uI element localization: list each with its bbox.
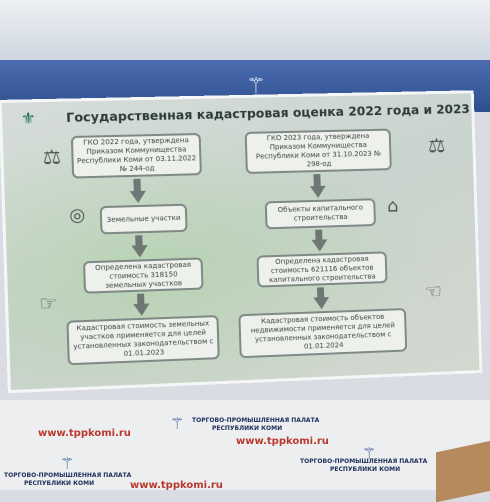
arrow: [311, 239, 328, 252]
chamber-name-line2: РЕСПУБЛИКИ КОМИ: [212, 425, 283, 432]
left-result-box: Кадастровая стоимость земельных участков…: [66, 315, 220, 366]
chamber-name-line2: РЕСПУБЛИКИ КОМИ: [24, 480, 95, 487]
emblem-icon: ⚚: [246, 74, 266, 99]
arrow: [131, 245, 149, 258]
chamber-name-line2: РЕСПУБЛИКИ КОМИ: [330, 466, 401, 473]
gavel-icon: ⚖: [427, 133, 446, 158]
left-count-box: Определена кадастровая стоимость 318150 …: [82, 257, 204, 294]
hand-icon: ☜: [424, 279, 443, 304]
arrow: [309, 185, 327, 199]
chamber-name-line1: ТОРГОВО-ПРОМЫШЛЕННАЯ ПАЛАТА: [4, 472, 132, 479]
arrow: [133, 303, 150, 317]
building-icon: ⌂: [386, 195, 399, 217]
arrow: [129, 190, 147, 204]
emblem-icon: ⚜: [20, 108, 36, 128]
hand-icon: ☞: [38, 290, 58, 316]
gavel-icon: ⚖: [42, 144, 62, 170]
right-category-box: Объекты капитального строительства: [264, 198, 376, 230]
chamber-name-line1: ТОРГОВО-ПРОМЫШЛЕННАЯ ПАЛАТА: [300, 458, 428, 465]
site-link: www.tppkomi.ru: [236, 436, 329, 447]
right-result-box: Кадастровая стоимость объектов недвижимо…: [238, 308, 408, 359]
left-top-box: ГКО 2022 года, утверждена Приказом Комму…: [70, 132, 202, 179]
chamber-name-line1: ТОРГОВО-ПРОМЫШЛЕННАЯ ПАЛАТА: [192, 417, 320, 424]
arrow: [313, 296, 330, 310]
left-category-box: Земельные участки: [99, 203, 188, 235]
right-top-box: ГКО 2023 года, утверждена Приказом Комму…: [244, 128, 392, 174]
site-link: www.tppkomi.ru: [130, 480, 223, 491]
emblem-icon: ⚚: [60, 454, 75, 473]
emblem-icon: ⚚: [170, 414, 185, 433]
coin-icon: ◎: [68, 204, 86, 227]
site-link: www.tppkomi.ru: [38, 428, 131, 439]
emblem-icon: ⚚: [362, 444, 377, 463]
projection-screen: ⚜ Государственная кадастровая оценка 202…: [1, 93, 480, 391]
chamber-banner: www.tppkomi.ru www.tppkomi.ru www.tppkom…: [0, 400, 490, 491]
right-count-box: Определена кадастровая стоимость 621116 …: [256, 251, 388, 288]
